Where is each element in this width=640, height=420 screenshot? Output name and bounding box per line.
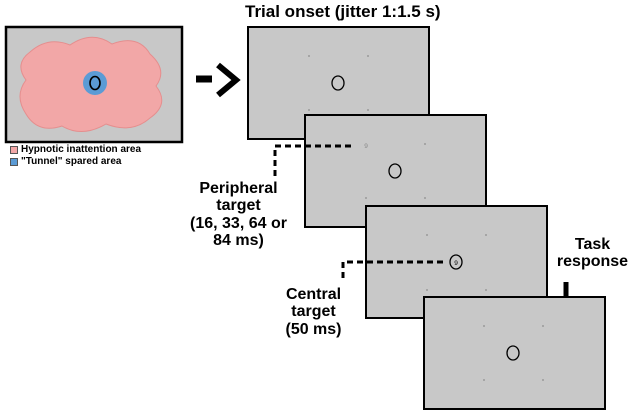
central-target-digit: 9 (454, 260, 458, 267)
label-line: target (291, 303, 336, 321)
label-line: (16, 33, 64 or (190, 214, 287, 232)
label-line: response (556, 253, 629, 271)
screen-frame (423, 296, 606, 410)
fixation-circle (388, 163, 402, 179)
screen-task-response (423, 296, 606, 410)
central-target-label: Central target (50 ms) (276, 286, 351, 338)
legend-tunnel: "Tunnel" spared area (10, 156, 121, 167)
trial-onset-title: Trial onset (jitter 1:1.5 s) (245, 2, 441, 21)
placeholder-dots (426, 234, 487, 291)
arrow-icon (196, 62, 241, 98)
peripheral-leader-line (273, 144, 355, 176)
task-response-label: Task response (545, 236, 640, 271)
central-leader-line (341, 260, 443, 278)
placeholder-dots (308, 55, 369, 111)
placeholder-dots (365, 143, 426, 199)
label-line: target (216, 197, 261, 215)
tunnel-spared-area (83, 71, 107, 95)
label-line: Central (285, 286, 342, 303)
fixation-circle (449, 254, 463, 270)
label-line: Task (574, 236, 611, 253)
legend-hypnotic: Hypnotic inattention area (10, 144, 141, 155)
label-line: 84 ms) (213, 231, 264, 249)
peripheral-target-label: Peripheral target (16, 33, 64 or 84 ms) (186, 180, 291, 249)
legend-tunnel-label: "Tunnel" spared area (21, 156, 122, 167)
peripheral-target-digit: 9 (364, 143, 368, 150)
legend-hypnotic-label: Hypnotic inattention area (21, 144, 142, 155)
label-line: (50 ms) (285, 320, 342, 338)
placeholder-dots (483, 325, 544, 381)
hypnotic-swatch-icon (10, 145, 18, 154)
label-line: Peripheral (199, 180, 278, 197)
tunnel-swatch-icon (10, 157, 18, 166)
fixation-circle (331, 75, 345, 91)
fixation-circle (506, 345, 520, 361)
fixation-circle-overview (89, 75, 101, 91)
overview-screen (4, 25, 184, 144)
